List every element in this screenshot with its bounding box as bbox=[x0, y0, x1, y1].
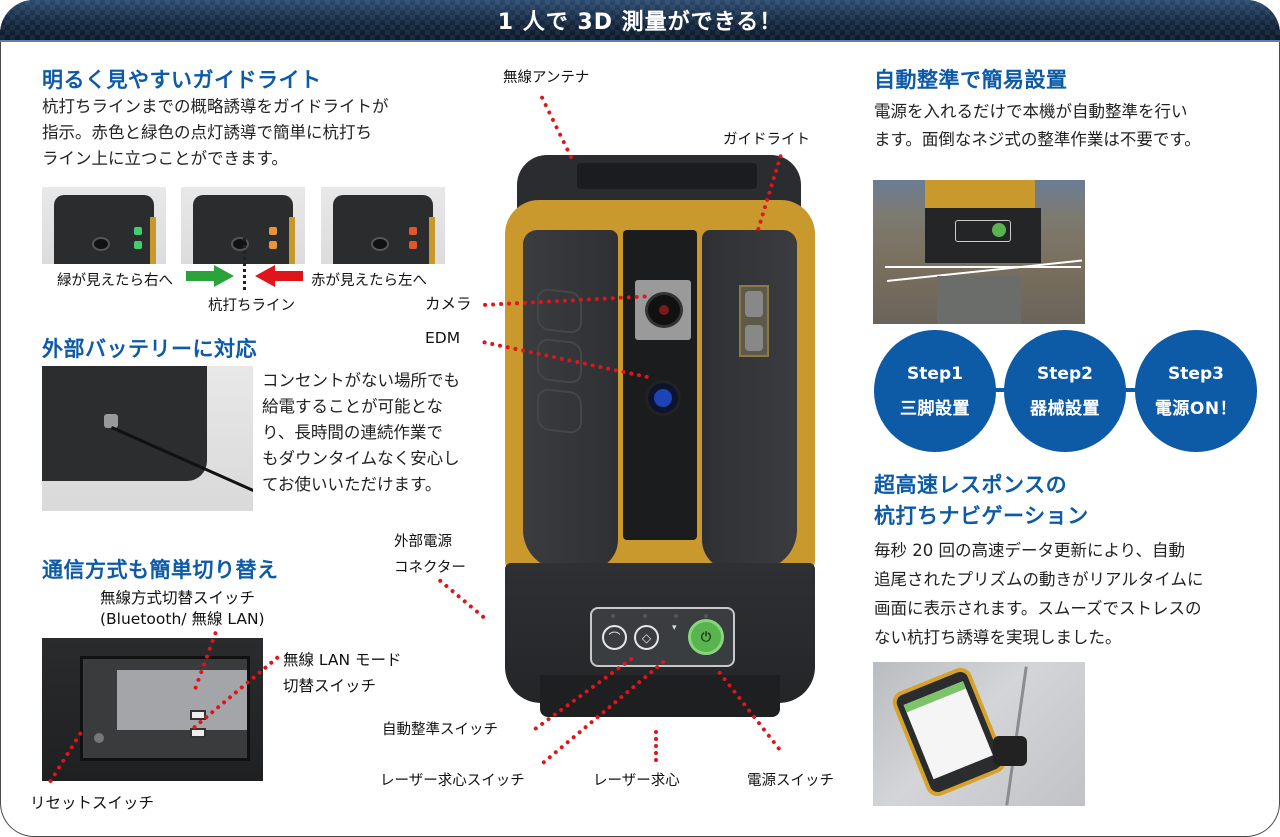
label-edm: EDM bbox=[425, 329, 461, 347]
navigation-photo bbox=[873, 662, 1085, 806]
lan-mode-label: 無線 LAN モード 切替スイッチ bbox=[283, 651, 402, 695]
guide-light-icon bbox=[739, 285, 769, 357]
auto-level-body: 電源を入れるだけで本機が自動整準を行い ます。面倒なネジ式の整準作業は不要です。 bbox=[874, 102, 1201, 149]
auto-level-heading: 自動整準で簡易設置 bbox=[874, 68, 1068, 92]
thumb-both bbox=[181, 187, 305, 264]
caption-red: 赤が見えたら左へ bbox=[311, 273, 427, 289]
orange-led-icon bbox=[269, 241, 277, 249]
label-antenna: 無線アンテナ bbox=[503, 70, 590, 86]
wireless-mode-switch bbox=[190, 710, 206, 720]
tablet bbox=[889, 664, 1009, 800]
device-upper-body bbox=[505, 200, 815, 580]
label-guide-light: ガイドライト bbox=[723, 132, 810, 148]
auto-level-button[interactable]: ⌒ bbox=[602, 625, 627, 650]
thumb-red bbox=[321, 187, 445, 264]
level-line bbox=[885, 266, 1081, 268]
battery-photo bbox=[42, 366, 253, 511]
power-button[interactable]: ⏻ bbox=[688, 619, 724, 655]
wireless-icon: ▾ bbox=[672, 623, 677, 633]
thumb-green bbox=[42, 187, 166, 264]
camera-lens-icon bbox=[645, 292, 683, 328]
connector-icon bbox=[104, 414, 118, 428]
comm-panel-photo bbox=[42, 638, 263, 781]
step-3: Step3 電源ON！ bbox=[1135, 330, 1257, 452]
tripod-head bbox=[937, 276, 1021, 324]
battery-body: コンセントがない場所でも 給電することが可能とな り、長時間の連続作業で もダウ… bbox=[262, 371, 460, 494]
wireless-switch-label: 無線方式切替スイッチ (Bluetooth/ 無線 LAN) bbox=[100, 589, 265, 628]
guide-light-body: 杭打ちラインまでの概略誘導をガイドライトが 指示。赤色と緑色の点灯誘導で簡単に杭… bbox=[42, 97, 389, 168]
red-led-icon bbox=[409, 227, 417, 235]
tablet-screen bbox=[903, 681, 993, 780]
label-laser-plummet: レーザー求心 bbox=[593, 773, 680, 789]
navigation-body: 毎秒 20 回の高速データ更新により、自動 追尾されたプリズムの動きがリアルタイ… bbox=[874, 541, 1204, 647]
green-arrow-right-icon bbox=[186, 265, 234, 287]
guide-light-heading: 明るく見やすいガイドライト bbox=[42, 68, 322, 92]
lan-mode-switch bbox=[190, 728, 206, 738]
prism bbox=[993, 736, 1027, 766]
red-arrow-left-icon bbox=[255, 265, 303, 287]
edm-lens-icon bbox=[645, 380, 681, 416]
orange-led-icon bbox=[269, 227, 277, 235]
auto-level-photo bbox=[873, 180, 1085, 324]
label-power-switch: 電源スイッチ bbox=[747, 773, 834, 789]
device-handle bbox=[577, 163, 757, 189]
switch-diagram bbox=[117, 670, 247, 730]
red-led-icon bbox=[409, 241, 417, 249]
stake-line bbox=[243, 238, 246, 290]
label-auto-level-switch: 自動整準スイッチ bbox=[382, 722, 498, 738]
label-camera: カメラ bbox=[425, 295, 472, 313]
device-base bbox=[540, 675, 780, 717]
step-2: Step2 器械設置 bbox=[1004, 330, 1126, 452]
laser-plummet-button[interactable]: ◇ bbox=[634, 625, 659, 650]
reset-switch bbox=[94, 733, 104, 743]
device-center-slot bbox=[623, 230, 697, 540]
banner-title: 1 人で 3D 測量ができる！ bbox=[497, 10, 783, 35]
comm-heading: 通信方式も簡単切り替え bbox=[42, 558, 279, 582]
caption-green: 緑が見えたら右へ bbox=[57, 273, 173, 289]
control-panel: ⌒ ◇ ▾ ⏻ bbox=[590, 607, 735, 667]
navigation-heading: 超高速レスポンスの 杭打ちナビゲーション bbox=[874, 473, 1089, 528]
green-led-icon bbox=[134, 227, 142, 235]
banner: 1 人で 3D 測量ができる！ bbox=[0, 0, 1280, 42]
device-illustration: ⌒ ◇ ▾ ⏻ bbox=[495, 155, 825, 725]
caption-stake-line: 杭打ちライン bbox=[208, 298, 295, 314]
reset-label: リセットスイッチ bbox=[30, 794, 155, 812]
label-laser-plummet-switch: レーザー求心スイッチ bbox=[380, 773, 525, 789]
label-ext-power: 外部電源 コネクター bbox=[394, 534, 466, 576]
step-1: Step1 三脚設置 bbox=[874, 330, 996, 452]
green-led-icon bbox=[134, 241, 142, 249]
battery-heading: 外部バッテリーに対応 bbox=[42, 337, 257, 361]
